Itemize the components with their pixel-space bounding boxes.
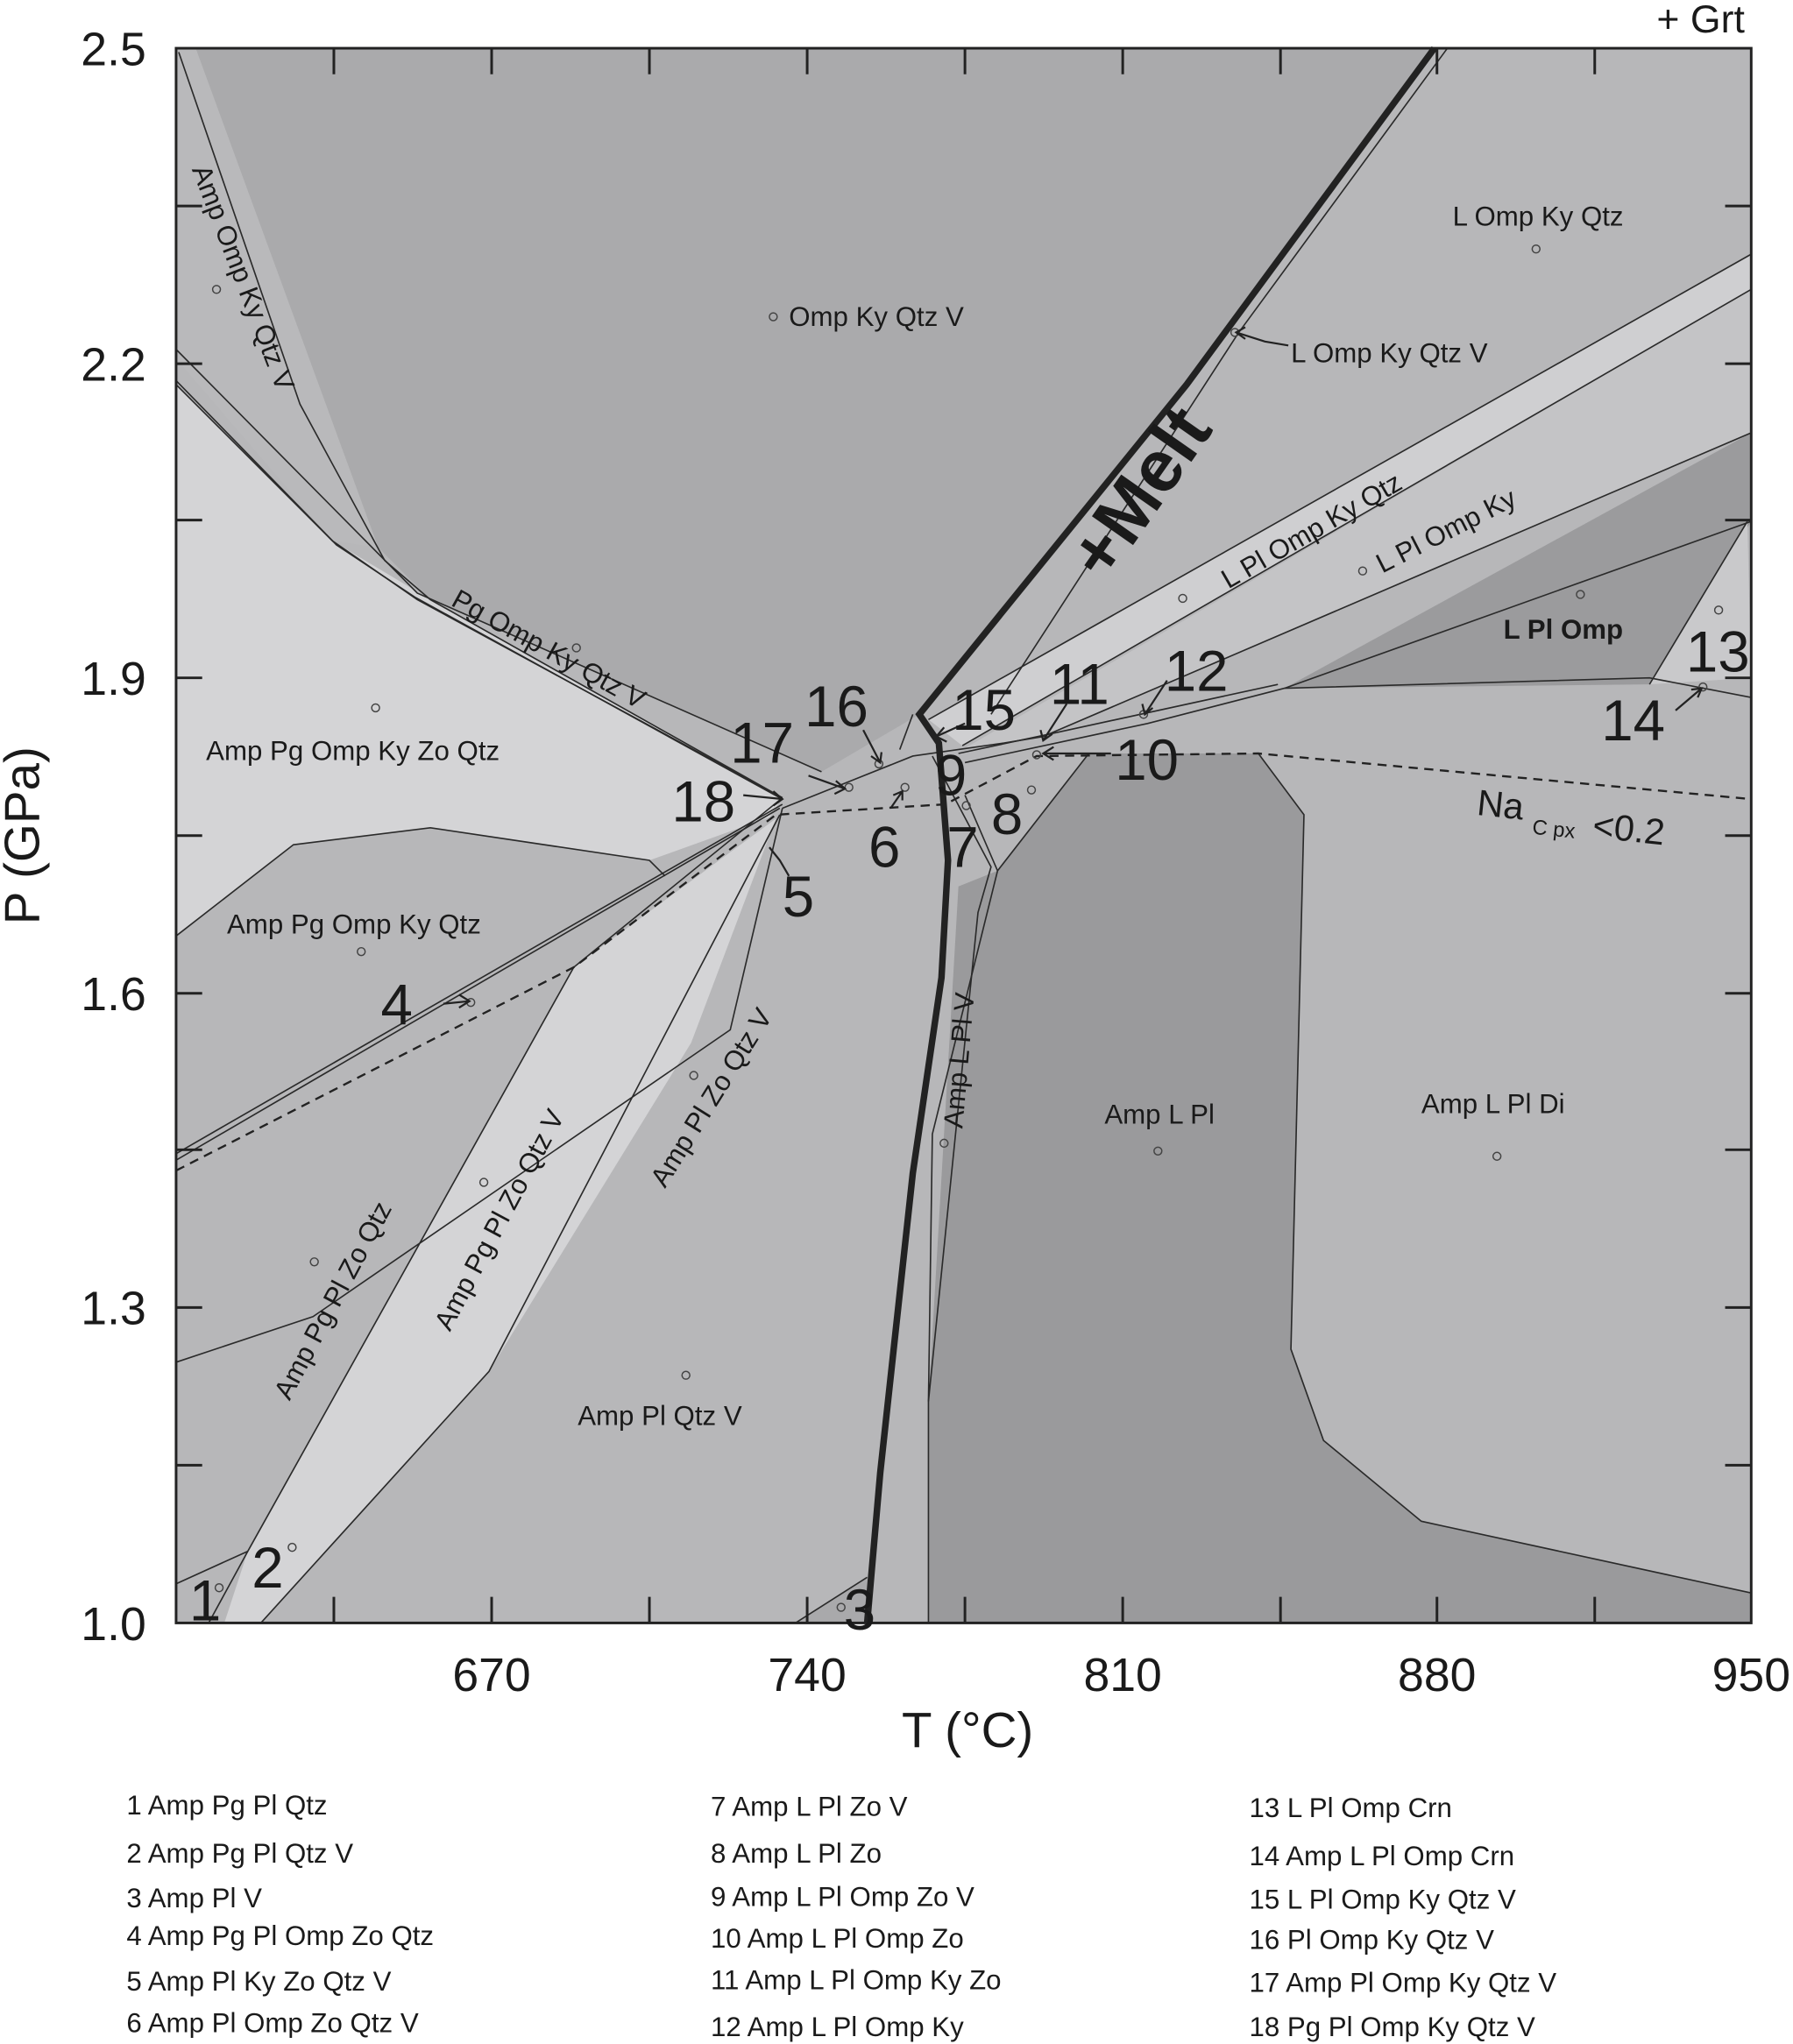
field-number: 8 xyxy=(991,782,1023,846)
na-label-subscript: C px xyxy=(1531,816,1577,844)
solidus-line xyxy=(863,46,1437,1623)
y-tick-label: 1.6 xyxy=(81,969,145,1021)
y-tick-label: 1.3 xyxy=(81,1284,145,1335)
legend-item: 5 Amp Pl Ky Zo Qtz V xyxy=(126,1966,391,1997)
legend-item: 8 Amp L Pl Zo xyxy=(711,1838,882,1869)
field-amp-omp-ky-qtz-v xyxy=(175,48,379,548)
axis-ticks xyxy=(175,48,1752,1623)
legend-item: 13 L Pl Omp Crn xyxy=(1249,1793,1451,1823)
corner-label: + Grt xyxy=(1656,0,1745,41)
field-number: 3 xyxy=(844,1578,875,1642)
leader-arrows xyxy=(443,326,1704,1009)
field-number: 16 xyxy=(804,675,868,739)
y-axis-label: P (GPa) xyxy=(0,746,50,924)
region-label: Amp Pl Qtz V xyxy=(578,1400,742,1431)
na-cpx-label: Na C px <0.2 xyxy=(1475,782,1667,852)
legend-item: 15 L Pl Omp Ky Qtz V xyxy=(1249,1884,1516,1914)
x-tick-label: 950 xyxy=(1712,1650,1790,1701)
legend-item: 18 Pg Pl Omp Ky Qtz V xyxy=(1249,2012,1535,2042)
field-number: 14 xyxy=(1601,689,1665,753)
field-13 xyxy=(1649,521,1752,685)
field-number: 4 xyxy=(381,972,413,1036)
legend-item: 7 Amp L Pl Zo V xyxy=(711,1792,908,1822)
x-tick-label: 810 xyxy=(1083,1650,1161,1701)
legend-item: 10 Amp L Pl Omp Zo xyxy=(711,1923,964,1954)
field-number: 17 xyxy=(730,711,794,774)
y-tick-label: 1.9 xyxy=(81,654,145,705)
field-number: 9 xyxy=(935,744,967,808)
field-amp-pg-omp-ky-zo-qtz xyxy=(175,384,783,937)
legend-item: 1 Amp Pg Pl Qtz xyxy=(126,1790,327,1821)
legend-item: 4 Amp Pg Pl Omp Zo Qtz xyxy=(126,1920,434,1951)
region-label: L Omp Ky Qtz V xyxy=(1291,338,1488,369)
na-label: Na xyxy=(1475,782,1527,827)
legend-item: 6 Amp Pl Omp Zo Qtz V xyxy=(126,2008,418,2039)
legend-item: 9 Amp L Pl Omp Zo V xyxy=(711,1881,974,1912)
y-tick-label: 2.2 xyxy=(81,339,145,391)
x-axis-label: T (°C) xyxy=(902,1702,1033,1758)
na-cpx-isopleth xyxy=(175,752,1752,1172)
field-number: 15 xyxy=(952,678,1016,742)
na-label-value: <0.2 xyxy=(1591,804,1667,852)
region-label: L Omp Ky Qtz xyxy=(1453,201,1624,231)
legend-item: 11 Amp L Pl Omp Ky Zo xyxy=(711,1965,1002,1996)
field-number: 10 xyxy=(1115,728,1179,792)
region-label: Amp L Pl Di xyxy=(1421,1089,1565,1120)
region-label: Amp L Pl xyxy=(1104,1100,1215,1130)
legend-item: 16 Pl Omp Ky Qtz V xyxy=(1249,1924,1494,1955)
legend-item: 14 Amp L Pl Omp Crn xyxy=(1249,1841,1514,1871)
legend-item: 12 Amp L Pl Omp Ky xyxy=(711,2012,964,2042)
legend-item: 17 Amp Pl Omp Ky Qtz V xyxy=(1249,1967,1556,1998)
field-amp-pg-pl-zo-qtz-v xyxy=(223,818,776,1623)
field-l-pl-omp-ky-qtz xyxy=(928,254,1752,746)
field-omp-ky-qtz-v xyxy=(195,48,1435,772)
y-tick-label: 1.0 xyxy=(81,1599,145,1651)
field-number: 5 xyxy=(783,865,814,929)
x-tick-label: 670 xyxy=(452,1650,530,1701)
field-fills xyxy=(175,48,1752,1623)
field-number: 18 xyxy=(671,769,735,833)
y-tick-label: 2.5 xyxy=(81,24,145,75)
field-number: 1 xyxy=(189,1568,221,1632)
region-label: L Pl Omp xyxy=(1504,614,1624,645)
x-tick-label: 740 xyxy=(768,1650,846,1701)
legend-item: 2 Amp Pg Pl Qtz V xyxy=(126,1838,353,1869)
field-number: 6 xyxy=(868,815,900,879)
field-boundaries xyxy=(175,47,1752,1624)
field-number: 12 xyxy=(1165,640,1229,704)
legend-item: 3 Amp Pl V xyxy=(126,1883,262,1913)
field-l-pl-omp xyxy=(1284,432,1752,689)
x-tick-label: 880 xyxy=(1398,1650,1476,1701)
region-label: Amp Pg Omp Ky Zo Qtz xyxy=(206,735,500,766)
legend: 1 Amp Pg Pl Qtz 2 Amp Pg Pl Qtz V 3 Amp … xyxy=(126,1790,1556,2042)
region-label: Omp Ky Qtz V xyxy=(789,301,964,332)
field-number: 13 xyxy=(1686,619,1750,683)
region-label: Amp Pg Omp Ky Qtz xyxy=(227,909,481,939)
field-amp-l-pl xyxy=(928,753,1752,1623)
field-number: 2 xyxy=(252,1536,283,1600)
field-number: 7 xyxy=(946,815,978,879)
field-number: 11 xyxy=(1050,652,1109,716)
